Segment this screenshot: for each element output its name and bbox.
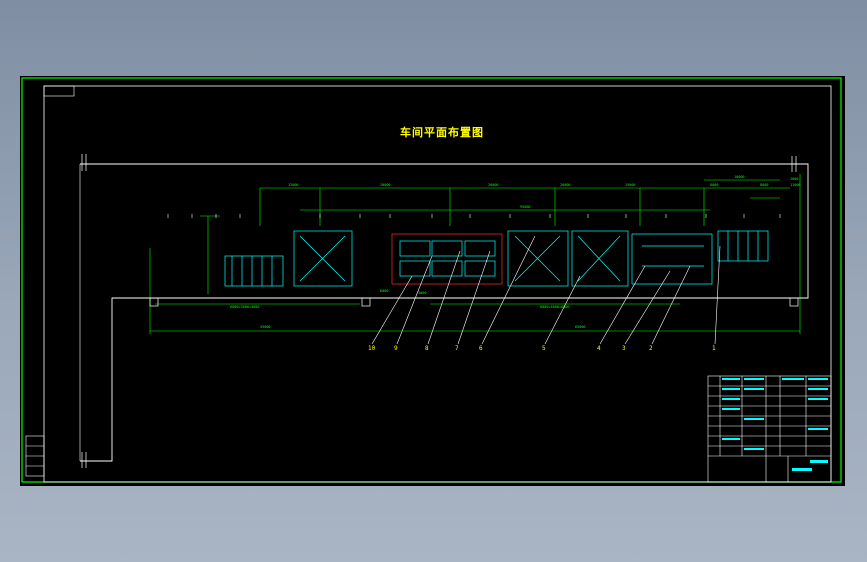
svg-text:20000: 20000 <box>380 183 391 187</box>
svg-text:10000: 10000 <box>734 175 745 179</box>
svg-text:11000: 11000 <box>790 183 801 187</box>
equipment <box>224 230 769 287</box>
dimension-values: 12000 20000 20000 20000 15000 8000 10000 800… <box>230 175 801 329</box>
dimension-lines <box>149 174 801 334</box>
title-block <box>707 375 832 483</box>
svg-text:15000: 15000 <box>625 183 636 187</box>
callout-1: 1 <box>712 345 716 352</box>
svg-text:35000: 35000 <box>260 325 271 329</box>
callout-9: 9 <box>394 345 398 352</box>
revision-strip <box>25 435 45 477</box>
inner-frame <box>43 85 832 483</box>
callout-3: 3 <box>622 345 626 352</box>
lower-wall <box>112 297 808 307</box>
callout-8: 8 <box>425 345 429 352</box>
callout-4: 4 <box>597 345 601 352</box>
svg-text:20000: 20000 <box>560 183 571 187</box>
callout-7: 7 <box>455 345 459 352</box>
svg-text:1000: 1000 <box>790 177 798 181</box>
callout-10: 10 <box>368 345 376 352</box>
drawing-title: 车间平面布置图 <box>400 126 484 139</box>
svg-text:8000: 8000 <box>710 183 718 187</box>
callout-5: 5 <box>542 345 546 352</box>
svg-text:8000+4000+8000: 8000+4000+8000 <box>540 305 570 309</box>
leader-lines <box>371 235 721 345</box>
svg-text:6000+3000+4000: 6000+3000+4000 <box>230 305 260 309</box>
workshop-wall <box>80 163 809 462</box>
svg-text:12000: 12000 <box>288 183 299 187</box>
floor-plan-drawing: 12000 20000 20000 20000 15000 8000 10000 800… <box>21 77 842 483</box>
wall-break-marks <box>81 154 797 468</box>
callout-6: 6 <box>479 345 483 352</box>
svg-text:3000: 3000 <box>418 291 426 295</box>
svg-text:8000: 8000 <box>760 183 768 187</box>
callout-2: 2 <box>649 345 653 352</box>
svg-text:95000: 95000 <box>520 205 531 209</box>
svg-text:20000: 20000 <box>488 183 499 187</box>
svg-text:65000: 65000 <box>575 325 586 329</box>
column-grid <box>167 214 781 218</box>
title-block-fill <box>722 378 828 471</box>
svg-text:6000: 6000 <box>380 289 388 293</box>
corner-tag-box <box>43 85 75 97</box>
cad-viewport[interactable]: 12000 20000 20000 20000 15000 8000 10000 800… <box>20 76 845 486</box>
